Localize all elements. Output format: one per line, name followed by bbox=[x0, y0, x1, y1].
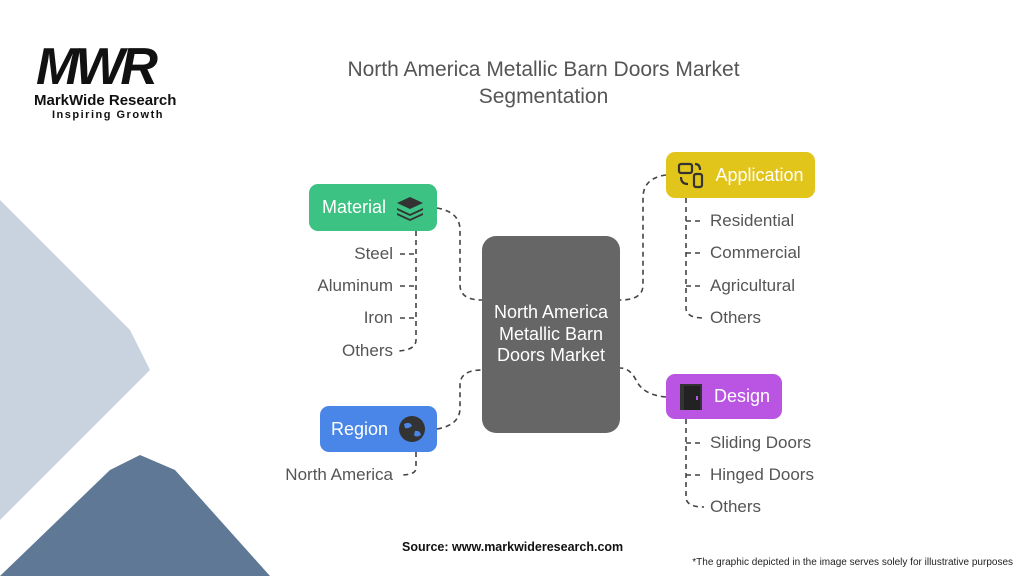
list-item: Agricultural bbox=[710, 276, 796, 295]
design-node: Design bbox=[666, 374, 782, 419]
list-item: Iron bbox=[363, 308, 393, 327]
list-item: North America bbox=[285, 465, 393, 484]
design-label: Design bbox=[713, 386, 771, 406]
list-item: Commercial bbox=[710, 243, 801, 262]
material-node: Material bbox=[309, 184, 437, 231]
center-label: North America Metallic Barn Doors Market bbox=[493, 302, 609, 366]
title-line1: North America Metallic Barn Doors Market bbox=[347, 58, 740, 81]
application-label: Application bbox=[715, 164, 804, 185]
list-item: Steel bbox=[354, 244, 393, 263]
list-item: Residential bbox=[710, 211, 795, 230]
connectors bbox=[397, 174, 705, 508]
region-node: Region bbox=[320, 406, 437, 452]
material-label: Material bbox=[321, 197, 387, 217]
layers-icon bbox=[397, 196, 424, 221]
center-node: North America Metallic Barn Doors Market bbox=[482, 236, 620, 433]
list-item: Aluminum bbox=[317, 276, 393, 295]
logo-tagline: Inspiring Growth bbox=[52, 109, 164, 121]
list-item: Hinged Doors bbox=[710, 465, 814, 484]
region-label: Region bbox=[330, 418, 389, 439]
logo-mark: MWR bbox=[36, 38, 158, 96]
title-line2: Segmentation bbox=[478, 85, 609, 108]
list-item: Sliding Doors bbox=[710, 433, 812, 452]
logo-brand: MarkWide Research bbox=[34, 92, 177, 109]
disclaimer-text: *The graphic depicted in the image serve… bbox=[692, 557, 1013, 568]
list-item: Others bbox=[710, 308, 762, 327]
devices-icon bbox=[678, 162, 704, 189]
list-item: Others bbox=[341, 341, 393, 360]
source-text: Source: www.markwideresearch.com bbox=[402, 540, 624, 554]
application-node: Application bbox=[666, 152, 815, 198]
globe-icon bbox=[399, 416, 426, 442]
door-icon bbox=[679, 383, 702, 410]
page-title: North America Metallic Barn Doors Market… bbox=[0, 56, 1024, 110]
list-item: Others bbox=[710, 497, 762, 516]
